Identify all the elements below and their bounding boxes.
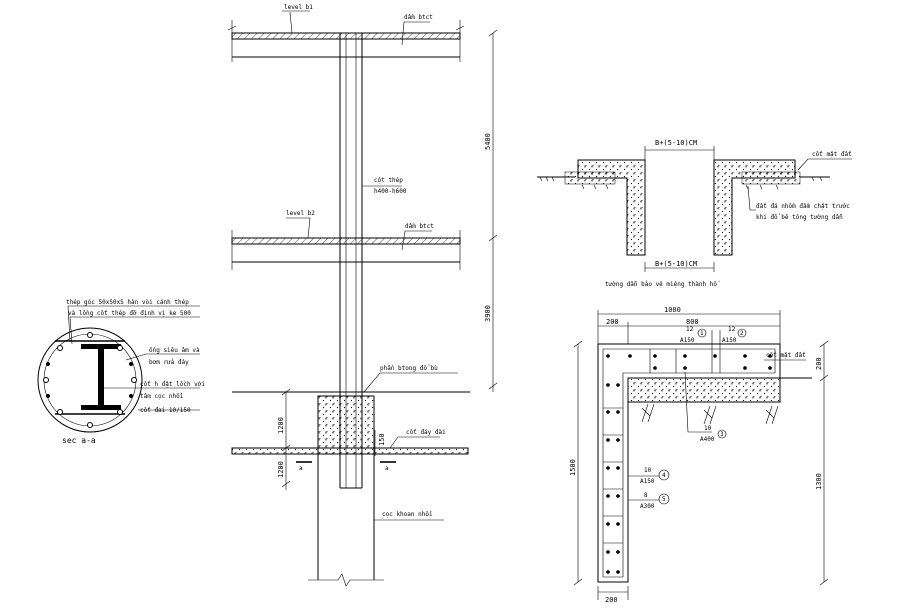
lean-concrete-label: cốt đáy đài xyxy=(406,429,446,436)
dim-upper: 5400 xyxy=(484,133,492,150)
column-elevation: level b1 dầm btct level b2 dầm btct cột … xyxy=(227,4,498,587)
section-note-angle-2: và lồng cốt thép đỡ định vị ke 500 xyxy=(68,310,191,317)
pile-outline xyxy=(37,327,143,433)
section-note-column-1: cốt h đặt lồch với xyxy=(140,381,205,388)
bar5-spacing: A300 xyxy=(640,503,655,510)
bar5-dia: 8 xyxy=(644,492,648,499)
rebar-dim-bottom: 200 xyxy=(605,596,618,604)
infill-concrete xyxy=(317,395,375,455)
guide-wall-right xyxy=(713,159,796,256)
bar4-mark: 4 xyxy=(662,472,666,479)
pile-section-view: thép góc 50x50x5 hàn vòi cánh thép và lồ… xyxy=(37,299,205,445)
bar2-mark: 2 xyxy=(740,330,744,337)
rebar-dim-left: 200 xyxy=(606,318,619,326)
guide-wall-top-dim: B+(5-10)CM xyxy=(655,139,697,147)
section-note-tube-2: bơm rửa đáy xyxy=(149,359,189,366)
dim-cap-top: 1200 xyxy=(277,417,285,434)
lean-concrete-layer xyxy=(231,447,469,455)
guide-wall-note-2: khi đổ bê tông tường dẫn xyxy=(756,214,843,221)
beam-label-top: dầm btct xyxy=(404,14,433,21)
level-b1-label: level b1 xyxy=(284,4,313,11)
bar2-spacing: A150 xyxy=(722,337,737,344)
bar1-dia: 12 xyxy=(686,326,694,333)
rebar-dim-height: 1500 xyxy=(569,459,577,476)
dim-gap: 150 xyxy=(378,433,386,446)
level-b2-label: level b2 xyxy=(286,210,315,217)
bar2-dia: 12 xyxy=(728,326,736,333)
section-note-column-2: tâm cọc nhồi xyxy=(140,393,184,400)
rebar-detail-dots xyxy=(606,354,772,574)
section-title: sec a-a xyxy=(62,436,96,445)
guide-wall-bottom-dim: B+(5-10)CM xyxy=(655,260,697,268)
section-mark-right: a xyxy=(385,465,389,472)
bar3-dia: 10 xyxy=(704,425,712,432)
pile-label: cọc khoan nhồi xyxy=(382,511,433,518)
beam-label-mid: dầm btct xyxy=(405,223,434,230)
bar3-mark: 3 xyxy=(720,431,724,438)
bar1-mark: 1 xyxy=(700,330,704,337)
rebar-dim-right-height: 1300 xyxy=(815,473,823,490)
section-note-tube-1: ống siêu âm và xyxy=(149,347,200,354)
rebar-ground-label: cốt mặt đất xyxy=(766,352,806,359)
dim-lower: 3900 xyxy=(484,305,492,322)
section-note-stirrup: cốt đai 10/150 xyxy=(140,407,191,414)
rebar-dots xyxy=(43,332,137,428)
column-label: cột thép xyxy=(374,177,403,184)
dim-cap-bottom: 1200 xyxy=(277,461,285,478)
guide-wall-detail: B+(5-10)CM B+(5-10)CM cốt mặt đất đất đá… xyxy=(537,139,852,288)
guide-wall-ground-label: cốt mặt đất xyxy=(812,151,852,158)
section-mark-left: a xyxy=(299,465,303,472)
pile-cap-note: phần btong đổ bù xyxy=(380,365,438,372)
steel-i-beam xyxy=(81,344,121,410)
rebar-dim-side: 200 xyxy=(815,357,823,370)
column-size-label: h400-h600 xyxy=(374,188,407,195)
bar4-spacing: A150 xyxy=(640,478,655,485)
bar4-dia: 10 xyxy=(644,467,652,474)
bar3-spacing: A400 xyxy=(700,436,715,443)
rebar-dim-right: 800 xyxy=(686,318,699,326)
bar5-mark: 5 xyxy=(662,496,666,503)
rebar-detail: 1000 200 800 12 1 A150 12 2 A150 10 3 A4… xyxy=(569,306,829,604)
guide-wall-note-1: đất đá nhồm đầm chặt trước xyxy=(756,203,850,210)
guide-wall-caption: tường dẫn bảo vệ miệng thành hố xyxy=(605,281,720,288)
rebar-dim-total: 1000 xyxy=(664,306,681,314)
compacted-soil xyxy=(627,377,781,403)
bar1-spacing: A150 xyxy=(680,337,695,344)
section-note-angle-1: thép góc 50x50x5 hàn vòi cánh thép xyxy=(66,299,189,306)
